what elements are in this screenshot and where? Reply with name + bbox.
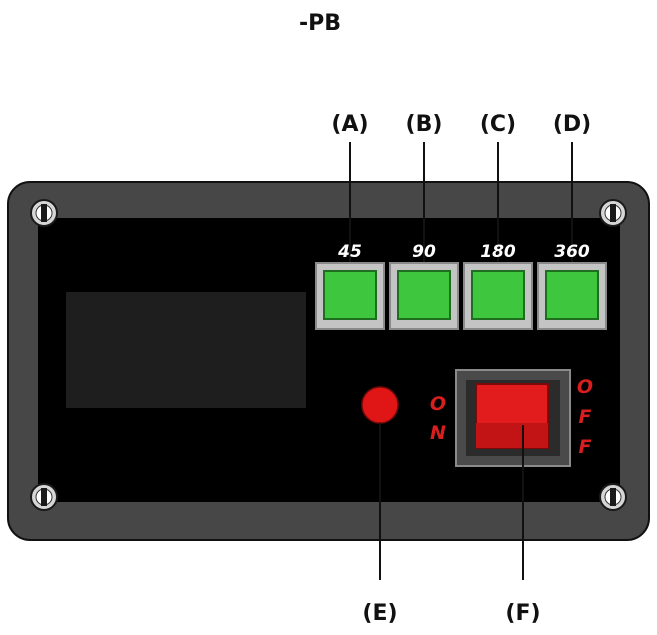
push-button-180[interactable] (463, 262, 533, 330)
button-label-360: 360 (554, 242, 590, 262)
push-button-90[interactable] (389, 262, 459, 330)
screw-icon (30, 483, 58, 511)
callout-f: (F) (505, 601, 540, 626)
indicator-light (361, 386, 399, 424)
screw-icon (30, 199, 58, 227)
screw-icon (599, 199, 627, 227)
switch-label-off: F (579, 436, 592, 458)
push-button-360[interactable] (537, 262, 607, 330)
callout-e: (E) (362, 601, 397, 626)
switch-label-on: N (430, 422, 446, 444)
screw-icon (599, 483, 627, 511)
display-screen (66, 292, 306, 408)
switch-label-on: O (430, 393, 446, 415)
button-label-180: 180 (480, 242, 516, 262)
diagram-title: -PB (299, 11, 341, 36)
callout-c: (C) (480, 112, 516, 137)
rocker-switch[interactable] (455, 369, 571, 467)
callout-d: (D) (553, 112, 591, 137)
switch-label-off: O (577, 376, 593, 398)
switch-label-off: F (579, 406, 592, 428)
push-button-45[interactable] (315, 262, 385, 330)
callout-b: (B) (406, 112, 443, 137)
callout-a: (A) (331, 112, 368, 137)
button-label-45: 45 (337, 242, 362, 262)
button-label-90: 90 (412, 242, 436, 262)
